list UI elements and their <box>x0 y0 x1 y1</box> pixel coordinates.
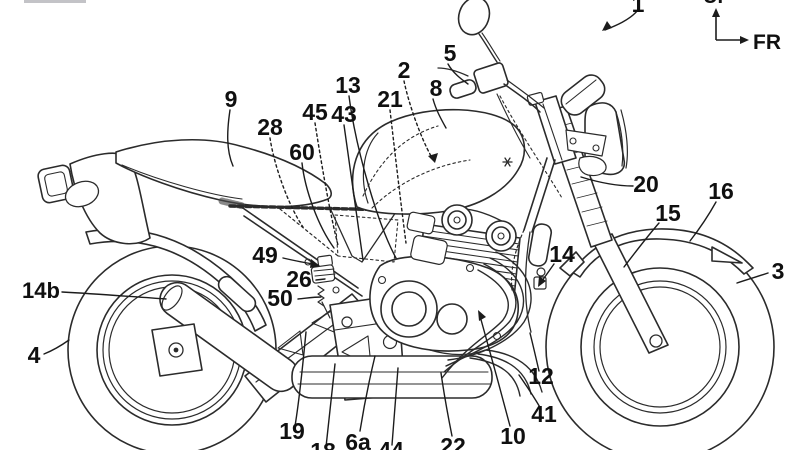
fuel-tank <box>353 110 525 214</box>
axle <box>650 335 662 347</box>
grip <box>448 78 477 99</box>
ref-number-9: 9 <box>225 86 238 112</box>
ref-number-21: 21 <box>377 86 403 112</box>
up-arrowhead <box>712 8 720 17</box>
ref-number-22: 22 <box>440 433 466 450</box>
ref-number-18: 18 <box>310 438 336 450</box>
ref-number-43: 43 <box>331 101 357 127</box>
mirror-stalk <box>479 34 497 62</box>
switch-housing <box>473 62 509 94</box>
leader-26 <box>316 279 325 280</box>
ref-number-41: 41 <box>531 401 557 427</box>
fr-label: FR <box>753 31 781 54</box>
arrowhead-1 <box>602 21 612 31</box>
ref-number-14: 14 <box>549 241 575 267</box>
leader-50 <box>298 297 321 299</box>
ref-number-6a: 6a <box>345 429 371 450</box>
ref-number-14b: 14b <box>22 278 60 303</box>
ref-number-13: 13 <box>335 72 361 98</box>
ref-number-5: 5 <box>444 40 457 66</box>
ref-number-28: 28 <box>257 114 283 140</box>
leader-4 <box>44 340 69 354</box>
ref-number-20: 20 <box>633 171 659 197</box>
ref-number-45: 45 <box>302 99 328 125</box>
up-label: UP <box>703 0 731 8</box>
ref-number-50: 50 <box>267 285 293 311</box>
steering-head <box>512 92 576 332</box>
leader-14b <box>62 292 166 299</box>
ref-number-8: 8 <box>430 75 443 101</box>
cropped-header-artifact <box>24 0 86 3</box>
carburetor <box>406 211 435 234</box>
ref-number-10: 10 <box>500 423 526 449</box>
ref-number-3: 3 <box>772 258 785 284</box>
mirror <box>454 0 494 39</box>
collector-muffler <box>292 356 492 398</box>
ref-number-15: 15 <box>655 200 681 226</box>
orientation-axis: UP FR <box>703 0 781 54</box>
ref-number-19: 19 <box>279 418 305 444</box>
ref-number-4: 4 <box>28 342 41 368</box>
fr-arrowhead <box>740 36 749 44</box>
brake-lever <box>438 68 468 76</box>
ref-number-49: 49 <box>252 242 278 268</box>
ref-number-60: 60 <box>289 139 315 165</box>
ref-number-1: 1 <box>632 0 645 17</box>
ref-number-2: 2 <box>398 57 411 83</box>
ref-number-44: 44 <box>378 437 404 450</box>
ref-number-12: 12 <box>528 363 554 389</box>
ref-number-16: 16 <box>708 178 734 204</box>
